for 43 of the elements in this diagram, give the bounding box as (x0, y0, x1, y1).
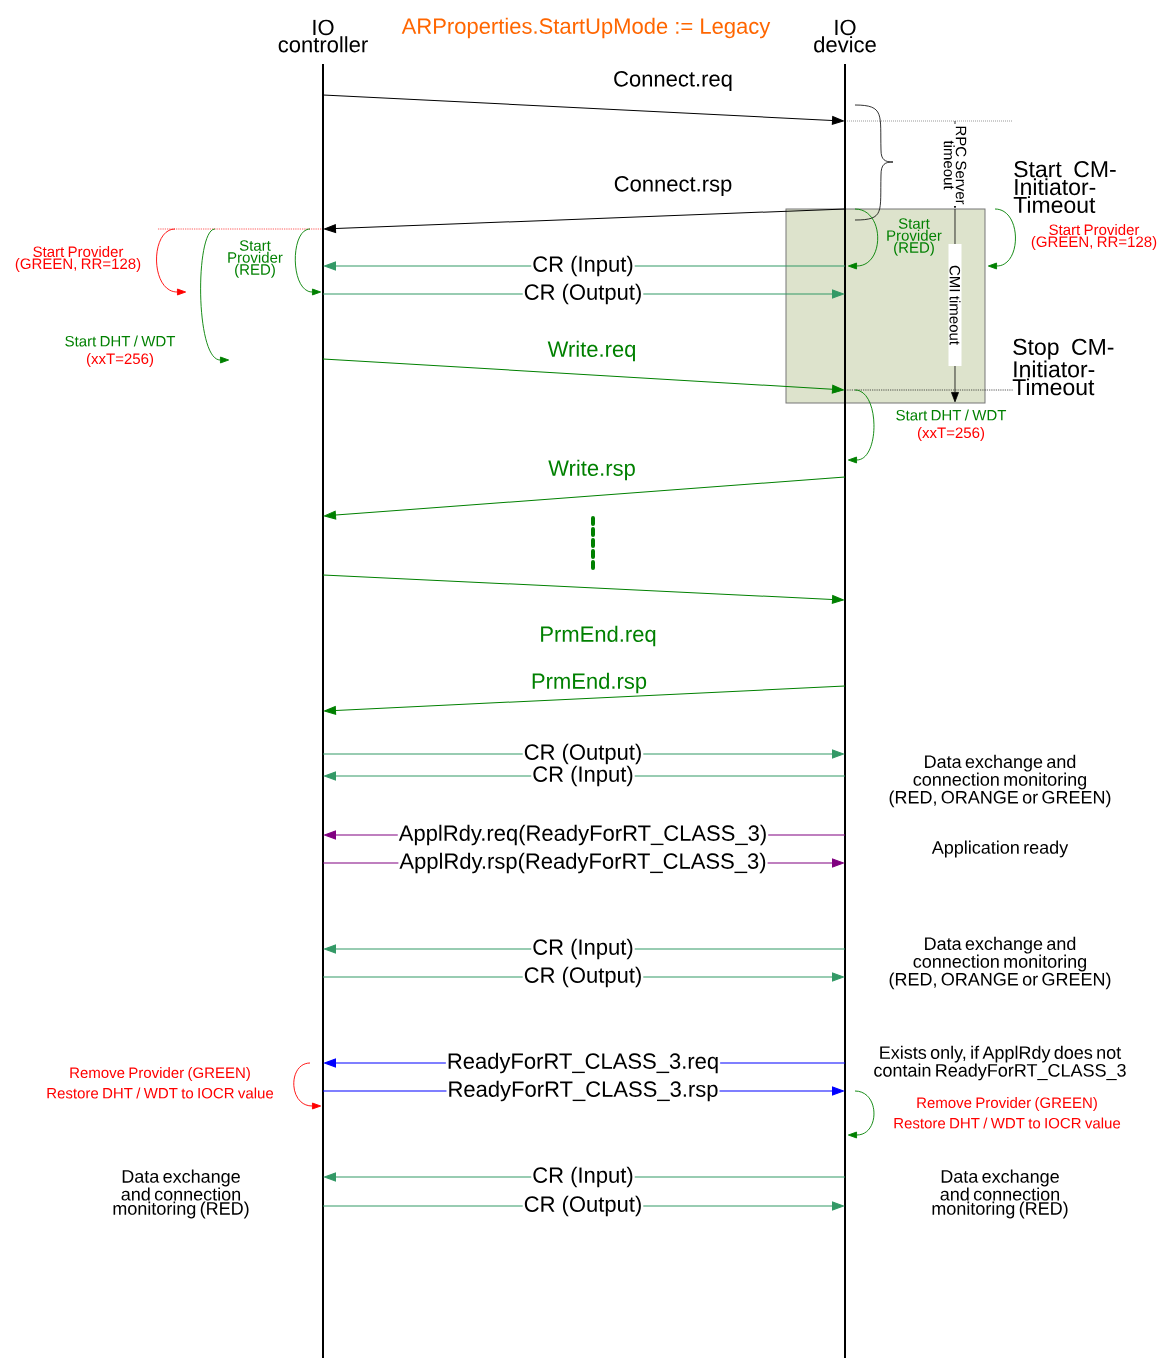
note: Stop CM-Initiator-Timeout (1012, 338, 1114, 396)
edge-label: PrmEnd.rsp (529, 671, 649, 695)
arrow (324, 476, 846, 520)
note: Remove Provider (GREEN) (917, 1097, 1097, 1111)
note: Start Provider (GREEN, RR=128) (15, 246, 141, 272)
note: Exists only, if ApplRdy does not contain ReadyForRT_CLASS_3 (874, 1045, 1126, 1081)
note: Start DHT / WDT (896, 409, 1007, 421)
edge-label: CR (Output) (522, 1194, 644, 1218)
edge-label: CR (Output) (522, 742, 644, 766)
note: (xxT=256) (917, 427, 985, 441)
note: Start CM-Initiator-Timeout (1013, 161, 1116, 214)
edge-label: ReadyForRT_CLASS_3.req (445, 1051, 721, 1075)
edge-label: Connect.rsp (612, 175, 734, 197)
note: (xxT=256) (86, 353, 154, 367)
edge-label: CR (Input) (531, 764, 635, 788)
note: Start Provider (GREEN, RR=128) (1031, 224, 1157, 250)
edge-label: PrmEnd.req (538, 624, 658, 648)
note: Start DHT / WDT (65, 335, 176, 347)
arrow (322, 358, 844, 394)
arrow (322, 574, 844, 604)
edge-label: CR (Output) (522, 965, 644, 989)
note: Start Provider (RED) (228, 240, 283, 278)
note: Restore DHT / WDT to IOCR value (894, 1117, 1121, 1129)
edge-label: Write.rsp (547, 458, 637, 482)
edge-label: ApplRdy.rsp(ReadyForRT_CLASS_3) (398, 851, 768, 875)
arrow (322, 94, 844, 125)
edge-label: Connect.req (612, 70, 734, 92)
edge-label: ReadyForRT_CLASS_3.rsp (446, 1079, 720, 1103)
note: Application ready (931, 840, 1069, 858)
edge-label: CR (Input) (531, 937, 635, 961)
timeout-label: RPC Server timeout (942, 124, 968, 206)
edge-label: CR (Input) (531, 1165, 635, 1189)
note: Data exchange and connection monitoring (RED) (932, 1169, 1068, 1219)
edge-label: CR (Output) (522, 282, 644, 306)
edge-label: ApplRdy.req(ReadyForRT_CLASS_3) (397, 823, 769, 847)
edge-label: CR (Input) (531, 254, 635, 278)
note: Remove Provider (GREEN) (70, 1067, 250, 1081)
note: Data exchange and connection monitoring (RED) (113, 1169, 249, 1219)
title: ARProperties.StartUpMode := Legacy (401, 17, 771, 39)
edge-label: Write.req (546, 339, 638, 363)
arrow (324, 685, 846, 715)
arrow (324, 208, 846, 233)
timeout-label: CMI timeout (948, 244, 962, 366)
